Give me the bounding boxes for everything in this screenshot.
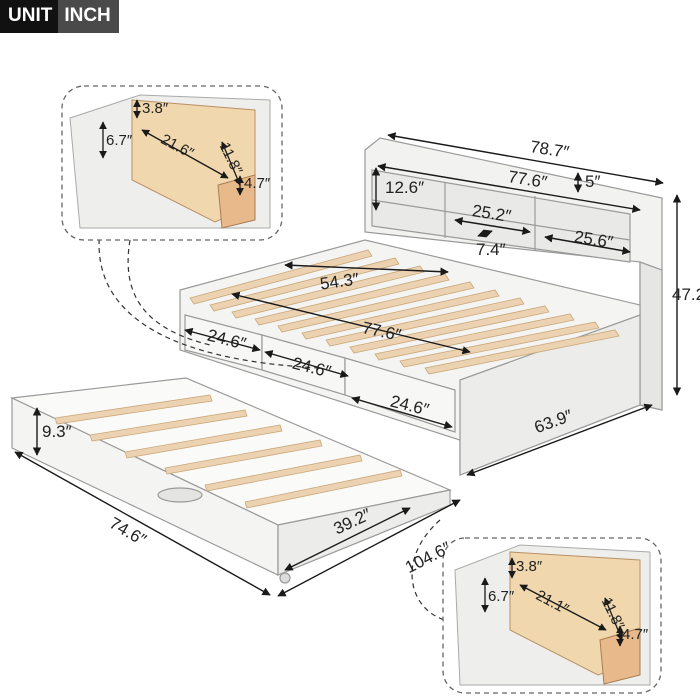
trundle-height-label: 9.3″ [42, 422, 72, 441]
top-drawer-height-label: 6.7″ [106, 132, 133, 149]
drawer-detail-bottom-dims [481, 557, 624, 647]
drawer-detail-bottom [442, 537, 662, 694]
total-height-label: 47.2″ [672, 285, 700, 304]
bottom-drawer-depth-label: 3.8″ [516, 558, 543, 575]
drawer-detail-top [61, 85, 283, 241]
shelf-height-label: 12.6″ [385, 178, 425, 197]
dimension-lines [14, 132, 682, 597]
unit-label: UNIT [0, 0, 59, 33]
top-drawer-front-label: 4.7″ [244, 175, 271, 192]
middle-shelf-gap-label: 7.4″ [476, 240, 506, 259]
drawer-detail-top-dims [99, 99, 244, 196]
callout-connectors [98, 229, 446, 621]
unit-badge: UNIT INCH [0, 0, 119, 33]
bottom-drawer-front-label: 4.7″ [622, 626, 649, 643]
shelf-depth-label: 5″ [585, 172, 601, 191]
inch-label: INCH [58, 0, 119, 33]
bottom-drawer-height-label: 6.7″ [488, 588, 515, 605]
top-drawer-depth-label: 3.8″ [142, 100, 169, 117]
